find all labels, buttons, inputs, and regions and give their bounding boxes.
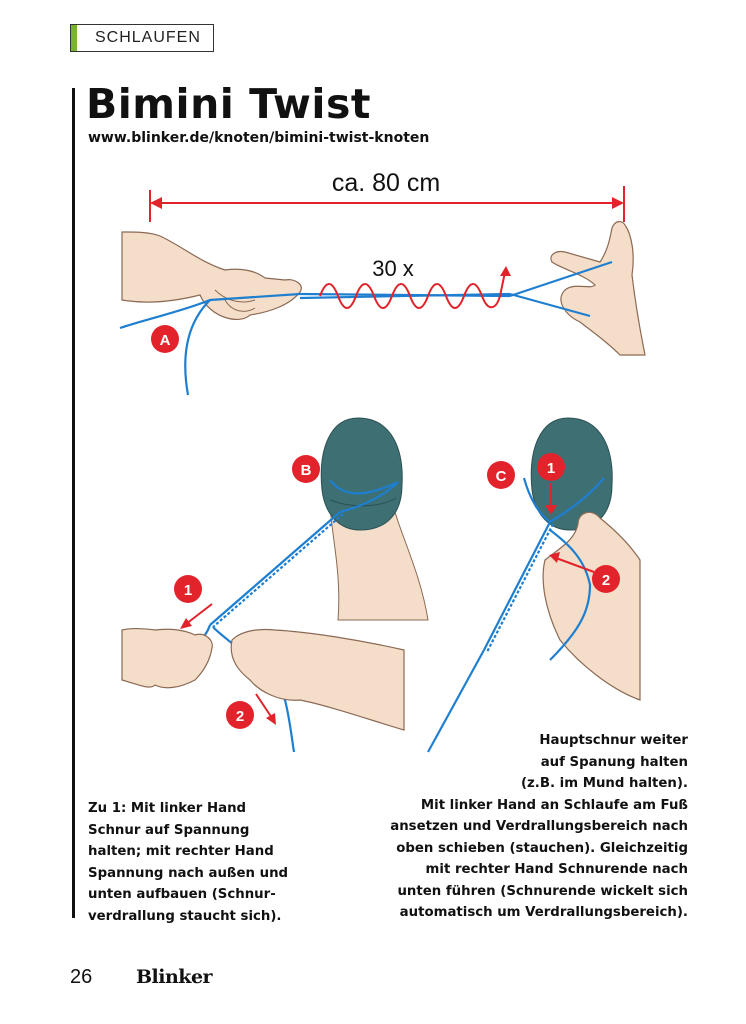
caption-c-line: Mit linker Hand an Schlaufe am Fuß (420, 797, 688, 813)
right-hand-b (230, 628, 405, 731)
step-b-marker: B (292, 455, 320, 483)
caption-c-line: (z.B. im Mund halten). (520, 776, 688, 791)
step-c1-marker: 1 (537, 453, 565, 515)
section-accent-bar (71, 25, 77, 51)
left-hand-a (121, 231, 302, 320)
step-c-marker: C (487, 461, 515, 489)
caption-b-line: Schnur auf Spannung (88, 822, 250, 838)
caption-c-line: Hauptschnur weiter (539, 733, 688, 748)
caption-b-line: Zu 1: Mit linker Hand (88, 801, 247, 816)
twist-label: 30 x (372, 256, 414, 281)
caption-c-line: oben schieben (stauchen). Gleichzeitig (396, 840, 688, 856)
svg-text:2: 2 (602, 572, 610, 589)
brand-logo: Blinker (136, 966, 213, 988)
left-hand-b (121, 627, 213, 689)
slipper-b (320, 417, 403, 531)
caption-step-b: Zu 1: Mit linker Hand Schnur auf Spannun… (88, 798, 328, 927)
step-b-illustration: B 1 2 (121, 417, 429, 753)
svg-text:1: 1 (184, 582, 192, 599)
svg-text:2: 2 (236, 708, 244, 725)
caption-c-line: ansetzen und Verdrallungsbereich nach (390, 819, 688, 834)
article-url: www.blinker.de/knoten/bimini-twist-knote… (88, 130, 430, 146)
caption-b-line: halten; mit rechter Hand (88, 844, 274, 859)
caption-step-c: Hauptschnur weiter auf Spanung halten (z… (338, 730, 688, 924)
right-hand-a (550, 221, 646, 356)
section-tag: SCHLAUFEN (70, 24, 214, 52)
svg-text:C: C (496, 468, 507, 485)
caption-c-line: automatisch um Verdrallungsbereich). (399, 905, 688, 920)
twist-wave (319, 271, 506, 309)
step-c-illustration: C 1 2 (427, 417, 641, 753)
step-c2-marker: 2 (549, 552, 620, 593)
vertical-rule (72, 88, 75, 918)
step-a-marker: A (151, 325, 179, 353)
caption-c-line: auf Spanung halten (540, 754, 688, 770)
svg-text:1: 1 (547, 460, 555, 477)
measure-label: ca. 80 cm (332, 169, 440, 197)
svg-text:A: A (160, 332, 171, 349)
measure-arrow (149, 186, 625, 222)
caption-b-line: verdrallung staucht sich). (88, 908, 282, 924)
line-c (427, 477, 605, 753)
step-b1-marker: 1 (174, 575, 213, 629)
svg-text:B: B (301, 462, 312, 479)
line-a (119, 260, 613, 396)
page-number: 26 (70, 966, 93, 988)
section-label: SCHLAUFEN (95, 29, 201, 46)
step-b2-marker: 2 (226, 693, 276, 729)
caption-b-line: Spannung nach außen und (88, 865, 289, 881)
step-a-illustration: ca. 80 cm 30 x A (119, 169, 646, 396)
caption-c-line: mit rechter Hand Schnurende nach (425, 862, 688, 877)
hand-c (542, 511, 641, 701)
page-title: Bimini Twist (86, 80, 371, 128)
caption-b-line: unten aufbauen (Schnur- (88, 887, 276, 902)
caption-c-line: unten führen (Schnurende wickelt sich (397, 883, 688, 899)
